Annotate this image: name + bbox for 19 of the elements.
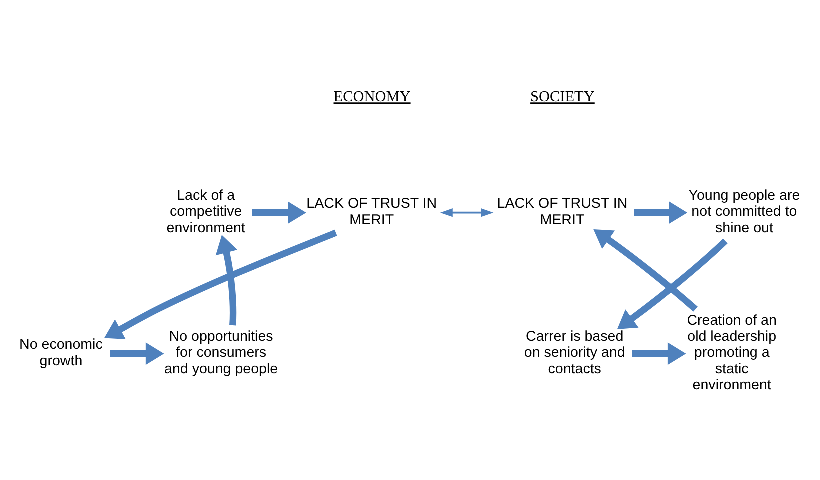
node-text: Carrer is based on seniority and contacts [524, 329, 626, 378]
arrow [632, 342, 686, 366]
node-text: Young people are not committed to shine out [688, 188, 800, 236]
arrow [634, 202, 688, 224]
arrow [252, 202, 306, 224]
node-text: No opportunities for consumers and young people [164, 329, 278, 378]
node-text: No economic growth [20, 337, 103, 370]
arrow [617, 238, 728, 330]
node-text: LACK OF TRUST IN MERIT [497, 196, 628, 228]
arrow [440, 208, 494, 218]
arrow [110, 342, 164, 366]
arrow [216, 235, 238, 326]
node-text: Lack of a competitive environment [166, 188, 246, 236]
node-text: LACK OF TRUST IN MERIT [306, 196, 438, 228]
label: SOCIETY [530, 88, 595, 106]
label: ECONOMY [334, 88, 411, 106]
arrow [594, 230, 698, 312]
arrow [104, 230, 338, 340]
node-text: Creation of an old leadership promoting a static environment [687, 312, 777, 394]
